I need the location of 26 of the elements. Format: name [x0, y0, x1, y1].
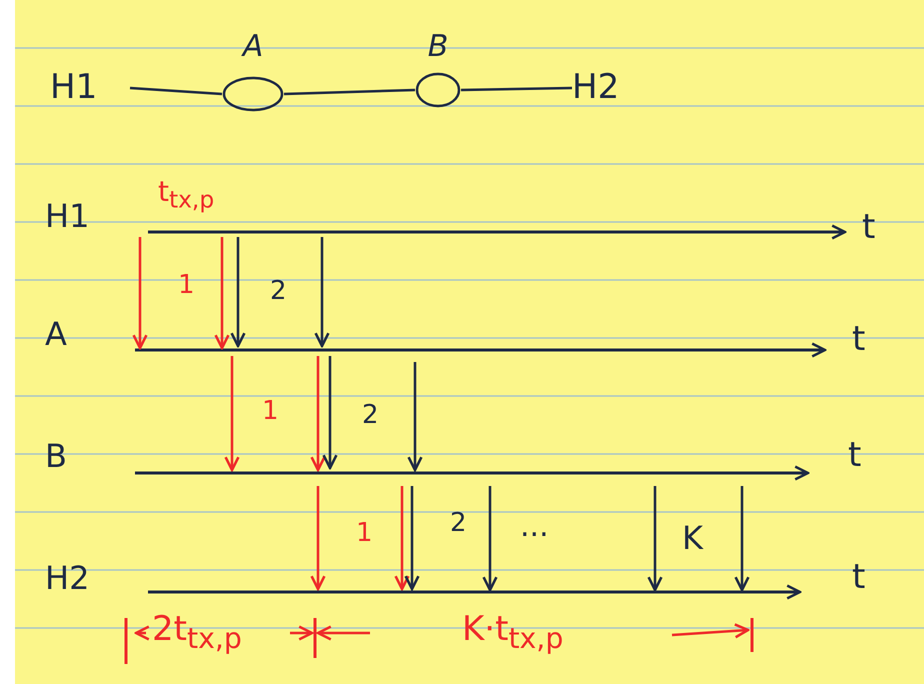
packet-number: 2: [362, 402, 379, 428]
router-node: A: [222, 32, 284, 112]
time-axis-label: t: [852, 322, 866, 356]
timeline-label: H2: [45, 562, 90, 594]
link-line: [284, 88, 416, 96]
duration-label: K·t$_{tx,p}$: [462, 612, 564, 654]
timeline-label: A: [45, 318, 67, 350]
packet-number: 1: [262, 398, 279, 424]
ellipsis: ...: [520, 512, 549, 542]
packet-number: K: [682, 522, 703, 554]
packet-number: 2: [270, 278, 287, 304]
packet-number: 1: [356, 520, 373, 546]
timeline-label: H1: [45, 200, 90, 232]
time-axis-label: t: [862, 210, 876, 244]
time-axis-label: t: [852, 560, 866, 594]
router-node: B: [415, 32, 461, 108]
time-axis-label: t: [848, 438, 862, 472]
link-line: [130, 86, 222, 96]
link-line: [460, 86, 572, 92]
packet-number: 1: [178, 272, 195, 298]
host-label: H1: [50, 66, 130, 106]
host-label: H2: [572, 66, 662, 106]
packet-number: 2: [450, 510, 467, 536]
duration-label: 2t$_{tx,p}$: [152, 612, 242, 654]
timeline-label: B: [45, 440, 67, 472]
time-symbol: t$_{tx,p}$: [158, 178, 214, 212]
